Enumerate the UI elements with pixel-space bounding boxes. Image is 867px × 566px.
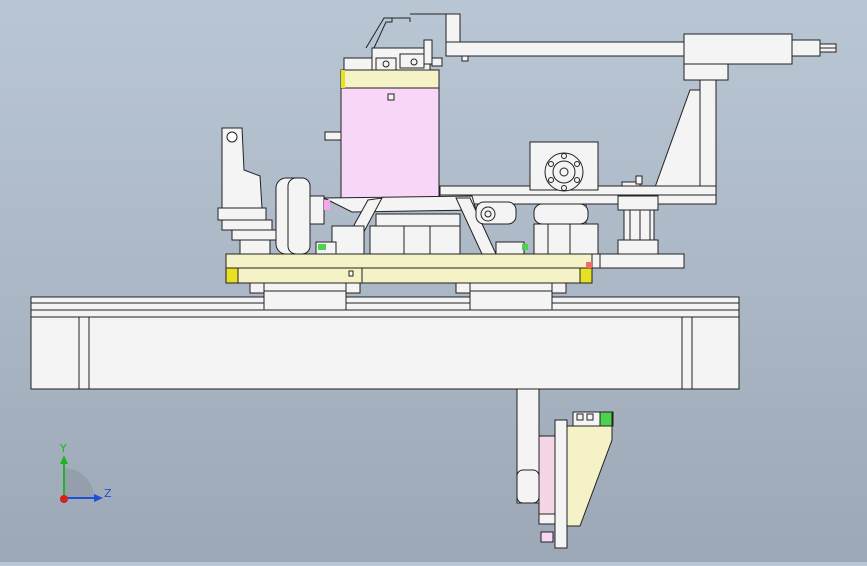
axis-triad [60,455,103,503]
base-rail [30,296,740,390]
base-plate [225,253,685,284]
rollers [475,201,589,225]
triad-y-label: Y [60,442,67,455]
carriage-blocks [249,282,567,311]
triad-z-label: Z [104,487,112,500]
left-bracket [217,127,325,255]
support-bracket [615,79,717,197]
right-motor [617,195,659,255]
pink-housing [324,47,440,199]
hanging-arm [516,388,614,549]
top-arm [445,13,837,81]
accent-marks [318,70,592,268]
